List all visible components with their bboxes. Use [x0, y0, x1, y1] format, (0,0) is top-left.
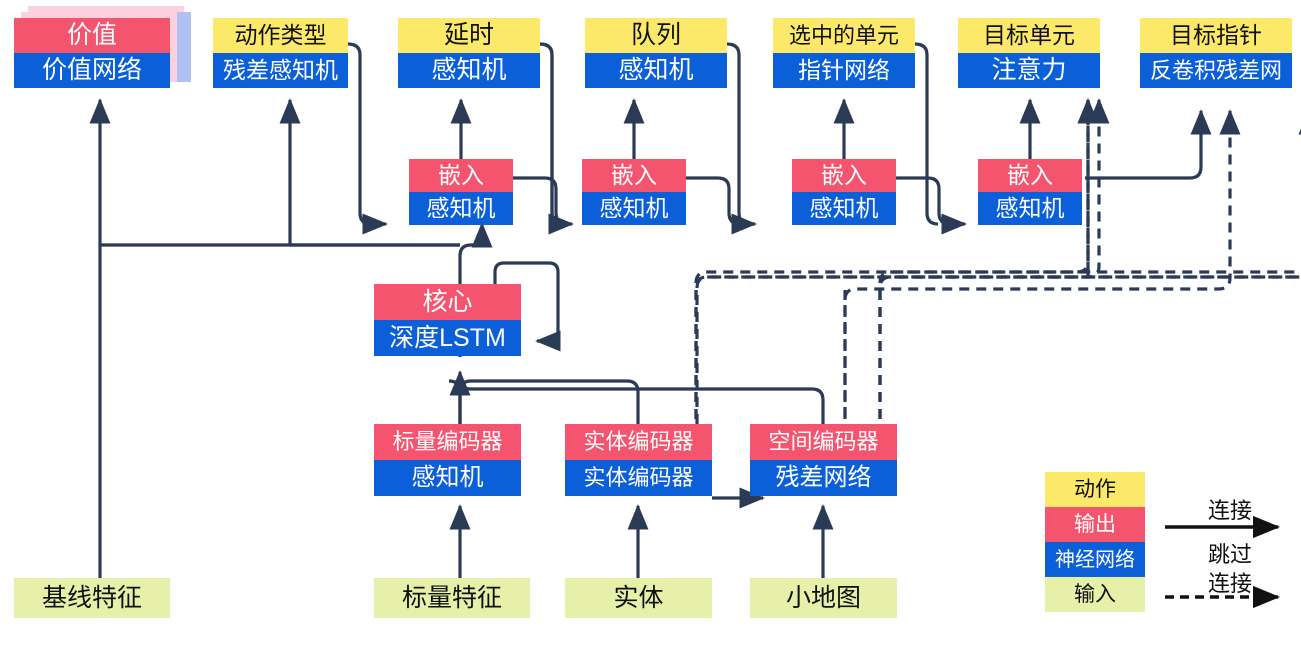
- head-value[interactable]: 价值 价值网络: [14, 18, 170, 88]
- legend-swatch-output: 输出: [1045, 507, 1145, 542]
- legend-swatch-action: 动作: [1045, 472, 1145, 507]
- wire-scalar-enc-up: [448, 379, 462, 425]
- skip-spatial-to-pointer: [878, 98, 1110, 470]
- embed-1-output: 嵌入: [409, 159, 513, 192]
- skip-entity-to-deconv: [695, 109, 1301, 424]
- legend-swatches: 动作 输出 神经网络 输入: [1045, 472, 1145, 612]
- head-target-pointer[interactable]: 目标指针 反卷积残差网: [1140, 18, 1292, 88]
- wire-spatial-to-core: [458, 379, 825, 425]
- wire-embed2-to-embed3: [686, 176, 757, 235]
- wire-entity-to-core: [458, 379, 640, 425]
- head-selected-units-action: 选中的单元: [773, 18, 915, 53]
- embed-3-output: 嵌入: [792, 159, 896, 192]
- head-queue-network: 感知机: [585, 53, 727, 88]
- wire-embed3-to-embed4: [896, 176, 967, 235]
- head-action-type[interactable]: 动作类型 残差感知机: [213, 18, 348, 88]
- embed-block-1[interactable]: 嵌入 感知机: [409, 159, 513, 225]
- embed-4-output: 嵌入: [978, 159, 1082, 192]
- embed-3-network: 感知机: [792, 192, 896, 225]
- encoder-spatial[interactable]: 空间编码器 残差网络: [750, 424, 897, 496]
- head-queue-action: 队列: [585, 18, 727, 53]
- embed-block-3[interactable]: 嵌入 感知机: [792, 159, 896, 225]
- head-target-unit[interactable]: 目标单元 注意力: [958, 18, 1100, 88]
- head-target-unit-action: 目标单元: [958, 18, 1100, 53]
- encoder-spatial-output: 空间编码器: [750, 424, 897, 460]
- input-baseline-features[interactable]: 基线特征: [14, 578, 170, 618]
- embed-block-2[interactable]: 嵌入 感知机: [582, 159, 686, 225]
- embed-2-output: 嵌入: [582, 159, 686, 192]
- skip-connections-layer: [1077, 98, 1099, 272]
- legend-swatch-network: 神经网络: [1045, 542, 1145, 577]
- core-block[interactable]: 核心 深度LSTM: [374, 284, 521, 356]
- core-output-label: 核心: [374, 284, 521, 320]
- encoder-entity-output: 实体编码器: [565, 424, 712, 460]
- head-target-pointer-network: 反卷积残差网: [1140, 53, 1292, 88]
- head-selected-units[interactable]: 选中的单元 指针网络: [773, 18, 915, 88]
- embed-4-network: 感知机: [978, 192, 1082, 225]
- head-queue[interactable]: 队列 感知机: [585, 18, 727, 88]
- wire-bus-to-value: [89, 98, 460, 247]
- head-target-unit-network: 注意力: [958, 53, 1100, 88]
- wire-bus-to-embed1: [470, 222, 493, 248]
- wire-selected-tap: [914, 42, 939, 226]
- head-delay-network: 感知机: [398, 53, 540, 88]
- encoder-scalar-network: 感知机: [374, 460, 521, 496]
- wire-embed4-to-deconv: [1085, 109, 1212, 180]
- encoder-spatial-network: 残差网络: [750, 460, 897, 496]
- wire-delay-tap-b: [539, 42, 564, 226]
- encoder-entity[interactable]: 实体编码器 实体编码器: [565, 424, 712, 496]
- wire-delay-tap: [539, 42, 564, 226]
- input-minimap[interactable]: 小地图: [750, 578, 897, 618]
- encoder-scalar-output: 标量编码器: [374, 424, 521, 460]
- input-entities[interactable]: 实体: [565, 578, 712, 618]
- core-network-label: 深度LSTM: [374, 320, 521, 356]
- head-target-pointer-action: 目标指针: [1140, 18, 1292, 53]
- head-action-type-network: 残差感知机: [213, 53, 348, 88]
- wire-embed1-to-embed2: [513, 176, 574, 235]
- head-value-action: 价值: [14, 18, 170, 53]
- input-scalar-features[interactable]: 标量特征: [374, 578, 530, 618]
- embed-block-4[interactable]: 嵌入 感知机: [978, 159, 1082, 225]
- legend-edge-dashed-label-2: 连接: [1207, 571, 1252, 596]
- skip-spatial-to-selected: [878, 98, 1099, 470]
- head-action-type-action: 动作类型: [213, 18, 348, 53]
- head-delay-action: 延时: [398, 18, 540, 53]
- legend-edge-dashed-label-1: 跳过: [1207, 542, 1252, 567]
- legend-edge-solid-label: 连接: [1207, 498, 1252, 523]
- wire-actiontype-to-embed1: [347, 42, 388, 235]
- encoder-scalar[interactable]: 标量编码器 感知机: [374, 424, 521, 496]
- embed-2-network: 感知机: [582, 192, 686, 225]
- legend-swatch-input: 输入: [1045, 577, 1145, 612]
- head-selected-units-network: 指针网络: [773, 53, 915, 88]
- head-value-network: 价值网络: [14, 53, 170, 88]
- legend-arrow-icons: [1165, 515, 1281, 609]
- wire-queue-tap: [726, 42, 751, 226]
- encoder-entity-network: 实体编码器: [565, 460, 712, 496]
- embed-1-network: 感知机: [409, 192, 513, 225]
- head-delay[interactable]: 延时 感知机: [398, 18, 540, 88]
